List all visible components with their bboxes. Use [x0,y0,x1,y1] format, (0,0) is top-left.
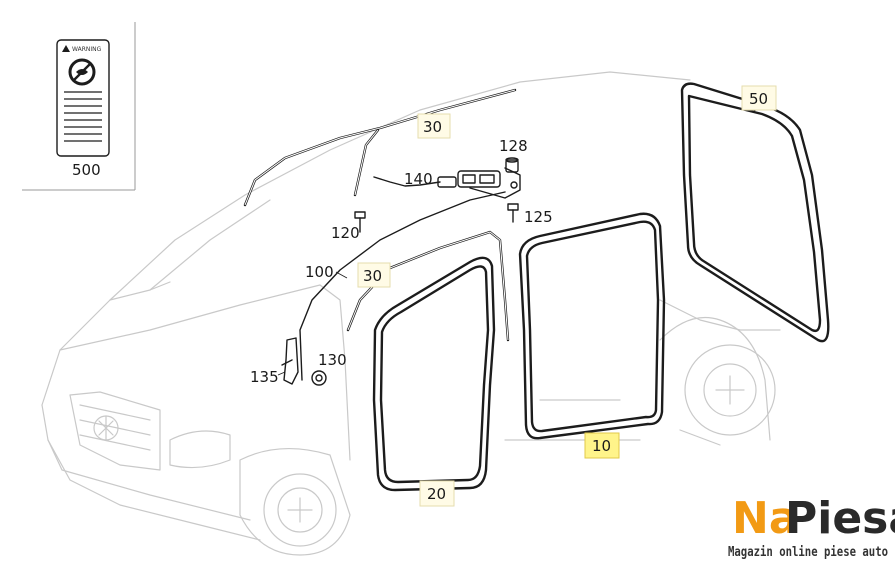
callout-125: 125 [524,208,553,226]
napiesa-logo: Na Piesa Magazin online piese auto [728,493,895,560]
inset-warning-label: WARNING 500 [22,22,136,191]
brand-name-part2: Piesa [785,493,895,544]
bolt-120 [354,211,366,233]
callout-100: 100 [305,263,334,281]
clip-130 [311,370,327,386]
lock-assembly [373,157,521,223]
callout-30-middle: 30 [357,262,391,288]
callout-130: 130 [318,351,347,369]
warning-label-header: WARNING [72,46,102,53]
roof-seal-30 [243,88,517,207]
van-body-outline [41,71,781,556]
callout-500: 500 [72,161,101,179]
callout-140: 140 [404,170,433,188]
callout-10: 10 [584,432,620,459]
cable-100 [299,191,506,381]
screw-125 [507,203,519,223]
callout-10-label: 10 [592,437,611,455]
sliding-door-seal-10 [518,212,666,440]
brand-name-part1: Na [732,493,799,544]
no-symbol-icon [68,58,96,86]
warning-triangle-icon [62,45,70,52]
callout-50-label: 50 [749,90,768,108]
callout-128: 128 [499,137,528,155]
callout-120: 120 [331,224,360,242]
brand-tagline: Magazin online piese auto [728,545,888,560]
front-door-seal-20 [372,256,496,493]
callout-30-top: 30 [417,113,451,139]
callout-30-top-label: 30 [423,118,442,136]
callout-20-label: 20 [427,485,446,503]
callout-30-middle-label: 30 [363,267,382,285]
callout-20: 20 [419,480,455,507]
callout-50: 50 [741,85,777,111]
rear-door-seal-50 [680,82,830,343]
lock-cylinder-128 [505,157,519,173]
callout-135: 135 [250,368,279,386]
bracket-135 [277,337,299,385]
door-frame-seal-30 [346,230,510,342]
label-text-lines [64,91,102,142]
